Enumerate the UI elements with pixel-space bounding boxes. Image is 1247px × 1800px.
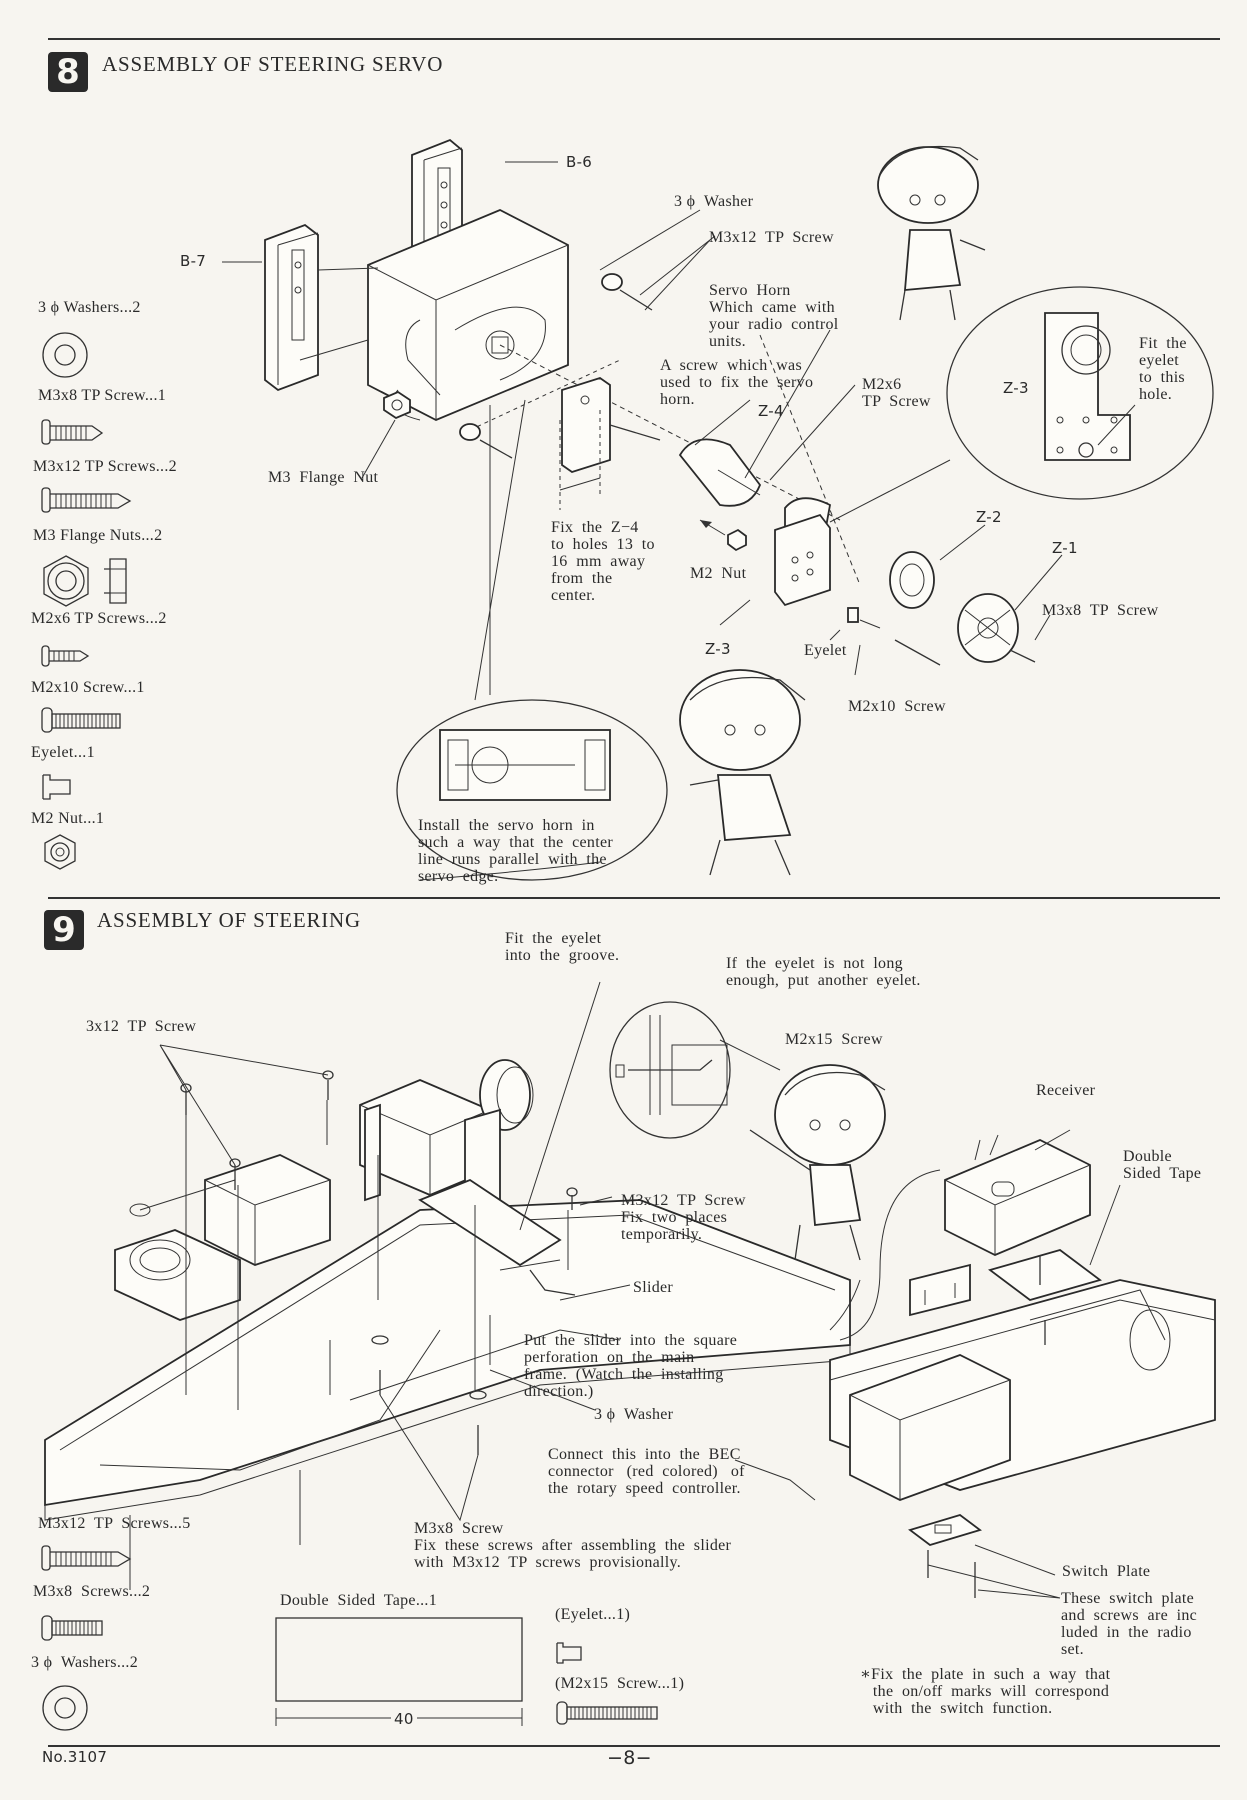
label-fit-eyelet-hole: Fit the eyelet to this hole. [1139, 335, 1187, 403]
label-flange-nut: M3 Flange Nut [268, 469, 379, 486]
part-label-flange-nuts: M3 Flange Nuts...2 [33, 527, 163, 544]
part-label-eyelet: Eyelet...1 [31, 744, 95, 761]
step-8-title: ASSEMBLY OF STEERING SERVO [102, 52, 444, 76]
mascot-right [749, 1064, 886, 1261]
servo-mount-b7 [264, 223, 319, 392]
label-m2x15-extra: (M2x15 Screw...1) [555, 1675, 685, 1692]
small-screw-icon [41, 645, 90, 667]
section-divider [48, 897, 1220, 899]
long-screw-icon [41, 487, 132, 513]
part-label-m2x6: M2x6 TP Screws...2 [31, 610, 167, 627]
top-rule [48, 38, 1220, 40]
label-m2-nut: M2 Nut [690, 565, 747, 582]
label-screw-note: A screw which was used to fix the servo … [660, 357, 814, 408]
label-tape-part: Double Sided Tape...1 [280, 1592, 438, 1609]
part-label-m3x12: M3x12 TP Screws...2 [33, 458, 177, 475]
left-servo-assembly [114, 1154, 331, 1321]
machine-screw-icon [41, 707, 121, 733]
label-put-slider: Put the slider into the square perforati… [524, 1332, 738, 1400]
switch-plate [908, 1514, 982, 1546]
hex-nut-icon [44, 834, 76, 870]
bottom-rule [48, 1745, 1220, 1747]
label-m2x15-screw: M2x15 Screw [785, 1031, 883, 1048]
label-3x12-screw: 3x12 TP Screw [86, 1018, 197, 1035]
label-z3: Z-3 [705, 640, 731, 658]
main-frame [44, 1199, 851, 1590]
label-eyelet-long: If the eyelet is not long enough, put an… [726, 955, 921, 989]
part-label-m2-nut: M2 Nut...1 [31, 810, 105, 827]
label-eyelet-extra: (Eyelet...1) [555, 1606, 631, 1623]
label-z1: Z-1 [1052, 539, 1078, 557]
label-b6: B-6 [566, 153, 593, 171]
label-install-horn: Install the servo horn in such a way tha… [418, 817, 614, 885]
eyelet-icon [42, 774, 71, 800]
label-z2: Z-2 [976, 508, 1002, 526]
part-label-washers: 3 ϕ Washers...2 [38, 299, 141, 316]
part-label-m2x10: M2x10 Screw...1 [31, 679, 145, 696]
label-m3x8-fix: M3x8 Screw Fix these screws after assemb… [414, 1520, 732, 1571]
label-fit-groove: Fit the eyelet into the groove. [505, 930, 620, 964]
label-z3-detail: Z-3 [1003, 379, 1029, 397]
z3-detail-plate [1044, 312, 1131, 461]
center-servo [359, 1059, 534, 1222]
speed-controller [849, 1354, 1011, 1501]
steering-servo-diagram [222, 138, 1214, 881]
label-slider: Slider [633, 1279, 674, 1296]
label-z4: Z-4 [758, 402, 784, 420]
part-label-m3x12-9: M3x12 TP Screws...5 [38, 1515, 191, 1532]
label-receiver: Receiver [1036, 1082, 1096, 1099]
label-switch-note: These switch plate and screws are inc lu… [1061, 1590, 1198, 1658]
label-washer: 3 ϕ Washer [674, 193, 754, 210]
label-eyelet: Eyelet [804, 642, 847, 659]
label-fix-z4: Fix the Z−4 to holes 13 to 16 mm away fr… [551, 519, 655, 604]
label-m3x12-screw: M3x12 TP Screw [709, 229, 834, 246]
step-8-badge: 8 [48, 52, 88, 92]
label-switch-plate: Switch Plate [1062, 1563, 1151, 1580]
eyelet-detail [615, 1015, 728, 1115]
label-double-sided-tape: Double Sided Tape [1123, 1148, 1202, 1182]
part-label-washers-9: 3 ϕ Washers...2 [31, 1654, 139, 1671]
label-servo-horn: Servo Horn Which came with your radio co… [709, 282, 839, 350]
label-washer-9: 3 ϕ Washer [594, 1406, 674, 1423]
label-m2x6-screw: M2x6 TP Screw [862, 376, 931, 410]
flange-nut-icon [43, 555, 127, 607]
label-bec-connect: Connect this into the BEC connector (red… [548, 1446, 745, 1497]
model-number: No.3107 [42, 1748, 108, 1766]
step-9-title: ASSEMBLY OF STEERING [97, 908, 361, 932]
horn-plate-z4 [561, 377, 611, 473]
part-label-m3x8-9: M3x8 Screws...2 [33, 1583, 151, 1600]
mascot-top [877, 145, 986, 321]
page-number: −8− [607, 1747, 652, 1769]
label-m3x12-fix: M3x12 TP Screw Fix two places temporaril… [621, 1192, 746, 1243]
mascot-bottom [679, 669, 806, 876]
part-label-m3x8: M3x8 TP Screw...1 [38, 387, 167, 404]
short-screw-icon [41, 419, 104, 445]
label-b7: B-7 [180, 252, 207, 270]
label-tape-dimension: 40 [391, 1711, 417, 1727]
step-9-badge: 9 [44, 910, 84, 950]
servo-horn-z3 [774, 513, 831, 607]
label-m2x10-screw: M2x10 Screw [848, 698, 946, 715]
horn-install-detail [439, 729, 611, 801]
label-fix-plate: ∗Fix the plate in such a way that the on… [860, 1666, 1111, 1717]
receiver-box [944, 1134, 1091, 1256]
label-m3x8-screw: M3x8 TP Screw [1042, 602, 1159, 619]
washer-icon [42, 332, 88, 378]
